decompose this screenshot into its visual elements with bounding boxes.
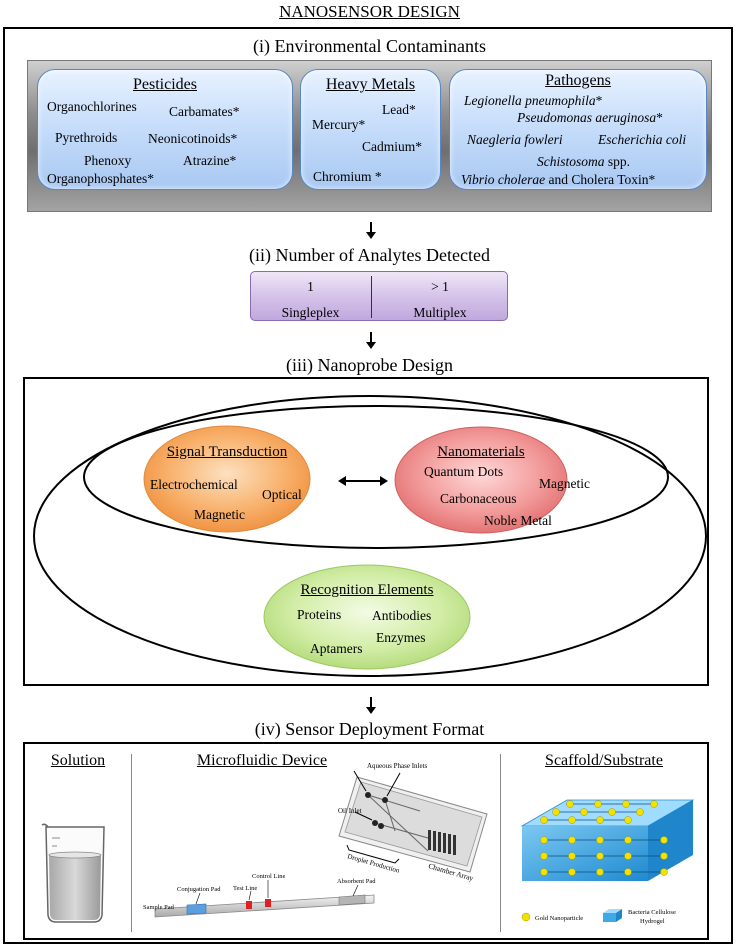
section-nanoprobe-title: (iii) Nanoprobe Design xyxy=(286,355,453,375)
double-arrow-left-head xyxy=(338,476,346,486)
recognition-item: Enzymes xyxy=(376,630,426,645)
outer-frame xyxy=(3,27,733,944)
legend-label: Gold Nanoparticle xyxy=(535,915,583,922)
solution-heading: Solution xyxy=(50,752,106,769)
recognition-elements-heading: Recognition Elements xyxy=(300,582,434,598)
section-analytes-title: (ii) Number of Analytes Detected xyxy=(249,245,490,265)
pesticide-item: Atrazine* xyxy=(183,153,237,168)
double-arrow-right-head xyxy=(380,476,388,486)
pesticide-item: Pyrethroids xyxy=(55,130,118,145)
pesticides-box xyxy=(37,69,293,190)
heavy-metal-item: Chromium * xyxy=(313,169,382,184)
down-arrow-head xyxy=(366,232,376,239)
signal-item: Electrochemical xyxy=(150,477,238,492)
heavy-metals-heading: Heavy Metals xyxy=(325,76,416,93)
gold-nanoparticle-legend-icon xyxy=(521,912,531,922)
nanomaterial-item: Carbonaceous xyxy=(440,491,517,506)
chip-label: Aqueous Phase Inlets xyxy=(367,762,428,770)
legend-label: Hydrogel xyxy=(640,918,665,925)
down-arrow xyxy=(370,332,372,343)
deployment-frame xyxy=(23,742,709,940)
recognition-elements-ellipse xyxy=(263,564,471,670)
recognition-item: Proteins xyxy=(297,607,342,622)
chip-label: Droplet Production xyxy=(346,852,400,875)
pesticide-item: Carbamates* xyxy=(169,104,240,119)
heavy-metal-item: Cadmium* xyxy=(362,139,422,154)
analytes-box xyxy=(250,271,508,321)
down-arrow-head xyxy=(366,342,376,349)
down-arrow xyxy=(370,697,372,708)
heavy-metal-item: Mercury* xyxy=(312,117,366,132)
heavy-metal-item: Lead* xyxy=(382,102,416,117)
pesticide-item: Organochlorines xyxy=(47,99,137,114)
pesticide-item: Phenoxy xyxy=(84,153,132,168)
strip-label: Absorbent Pad xyxy=(337,878,376,885)
nanomaterial-item: Magnetic xyxy=(539,476,590,491)
multiplex-value: > 1 xyxy=(431,279,449,294)
beaker-icon xyxy=(41,823,105,923)
pesticide-item: Neonicotinoids* xyxy=(148,131,238,146)
strip-label: Conjugation Pad xyxy=(177,886,221,893)
strip-label: Sample Pad xyxy=(143,904,175,911)
signal-item: Optical xyxy=(262,487,302,502)
recognition-item: Antibodies xyxy=(372,608,432,623)
column-divider xyxy=(131,754,132,932)
lateral-flow-strip-icon xyxy=(154,880,375,918)
pathogen-item: Legionella pneumophila* xyxy=(464,93,603,108)
multiplex-label: Multiplex xyxy=(413,305,467,320)
strip-label: Control Line xyxy=(252,873,286,880)
nanomaterials-heading: Nanomaterials xyxy=(437,444,525,460)
nanomaterial-item: Noble Metal xyxy=(484,513,552,528)
nanomaterial-item: Quantum Dots xyxy=(424,464,504,479)
pesticide-item: Organophosphates* xyxy=(47,171,154,186)
inner-ellipse xyxy=(83,405,669,549)
pathogens-heading: Pathogens xyxy=(545,72,611,89)
pathogen-item: Schistosoma spp. xyxy=(537,154,631,169)
chip-label: Oil Inlet xyxy=(338,807,362,815)
section-environmental-contaminants-title: (i) Environmental Contaminants xyxy=(253,36,486,56)
pathogen-item: Vibrio cholerae and Cholera Toxin* xyxy=(461,172,656,187)
singleplex-value: 1 xyxy=(307,279,314,294)
signal-transduction-heading: Signal Transduction xyxy=(166,444,288,460)
legend-label: Bacteria Cellulose xyxy=(628,909,676,916)
outer-ellipse xyxy=(33,395,707,677)
down-arrow xyxy=(370,222,372,233)
heavy-metals-box xyxy=(300,69,441,190)
singleplex-label: Singleplex xyxy=(281,305,340,320)
scaffold-heading: Scaffold/Substrate xyxy=(545,752,663,769)
signal-item: Magnetic xyxy=(194,507,245,522)
section-deployment-title: (iv) Sensor Deployment Format xyxy=(254,719,485,739)
column-divider xyxy=(500,754,501,932)
recognition-item: Aptamers xyxy=(310,641,363,656)
microfluidic-heading: Microfluidic Device xyxy=(196,752,328,769)
signal-transduction-ellipse xyxy=(143,425,311,533)
hydrogel-scaffold-icon xyxy=(520,799,695,881)
nanomaterials-ellipse xyxy=(394,426,568,534)
nanoprobe-frame xyxy=(23,377,709,686)
analytes-divider xyxy=(371,276,372,318)
pathogen-item: Naegleria fowleri xyxy=(467,132,563,147)
down-arrow-head xyxy=(366,707,376,714)
pathogen-item: Pseudomonas aeruginosa* xyxy=(517,110,663,125)
hydrogel-legend-icon xyxy=(603,909,622,913)
pathogen-item: Escherichia coli xyxy=(598,132,687,147)
pathogens-box xyxy=(449,69,707,190)
microfluidic-chip-icon xyxy=(338,770,488,873)
strip-label: Test Line xyxy=(233,885,257,892)
page-title: NANOSENSOR DESIGN xyxy=(279,2,460,21)
pesticides-heading: Pesticides xyxy=(133,76,197,93)
